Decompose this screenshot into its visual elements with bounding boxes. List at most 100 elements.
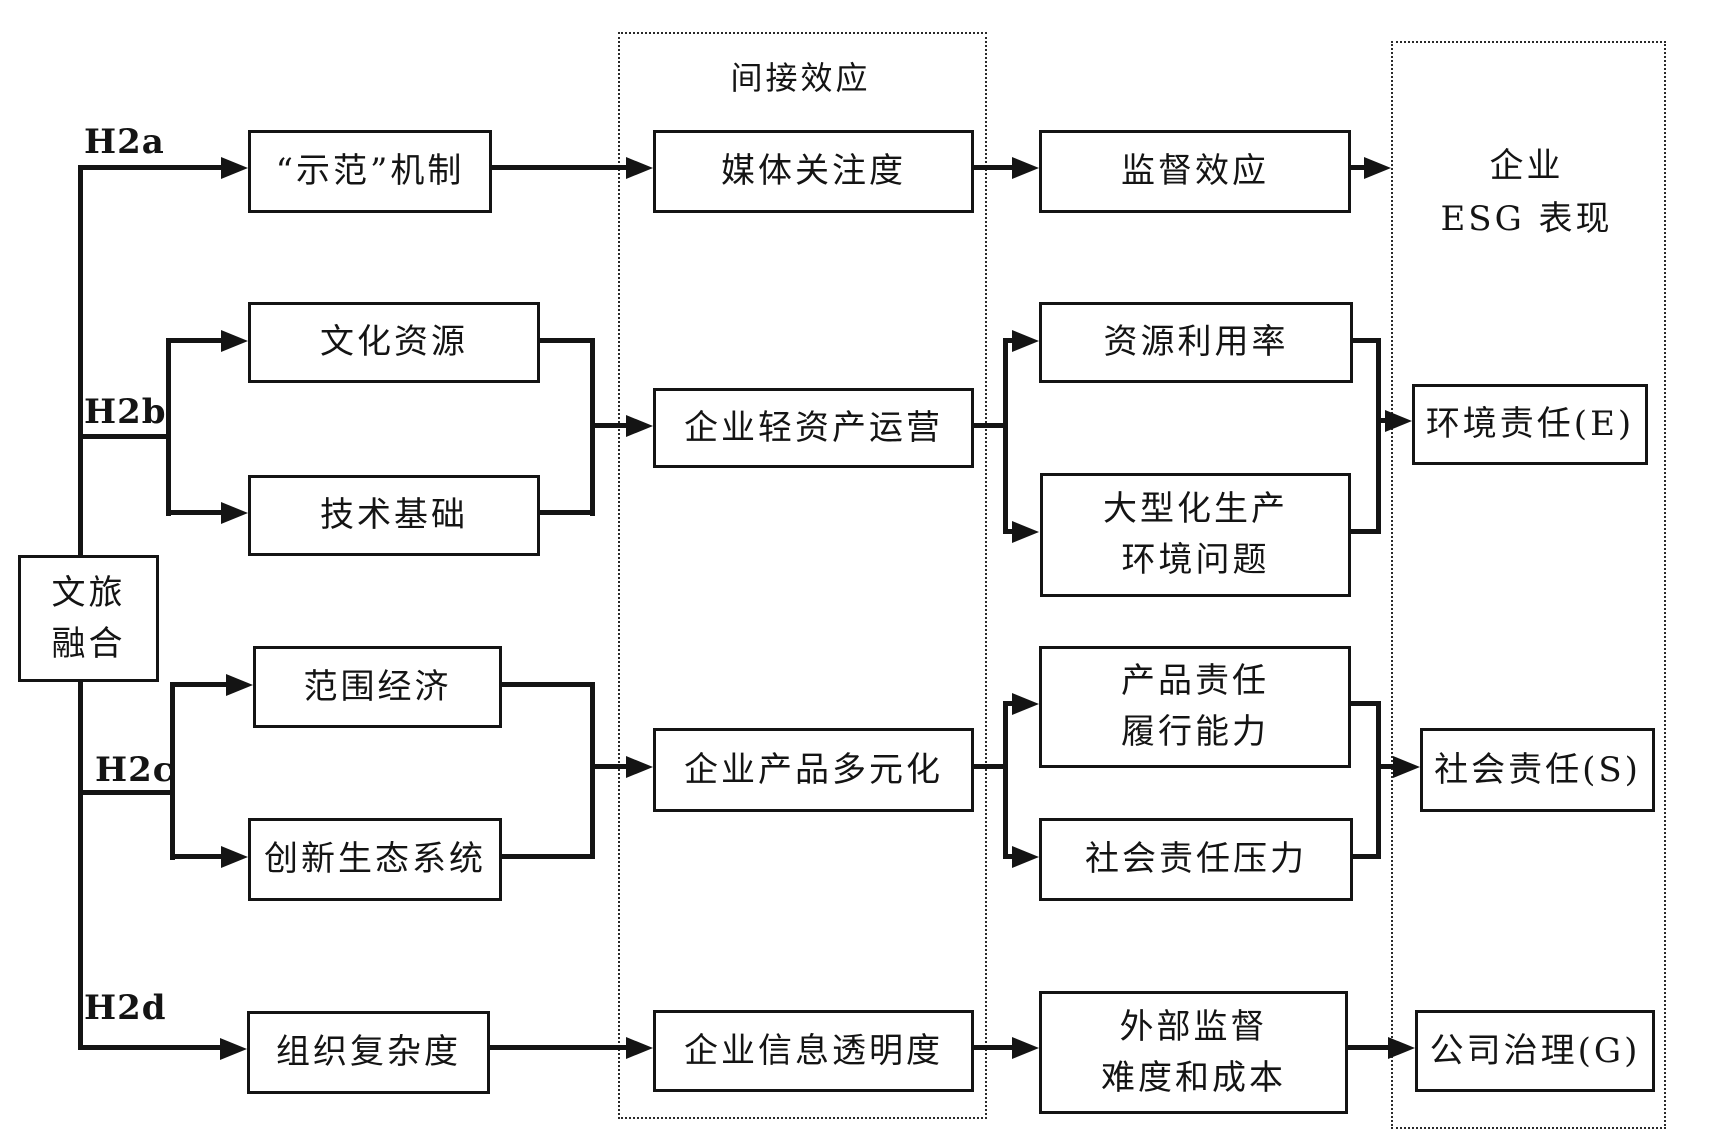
arrowhead-icon: [1388, 1037, 1415, 1059]
arrowhead-icon: [221, 330, 248, 352]
box-social-responsibility: 社会责任(S): [1420, 728, 1655, 812]
connector-h2b-ladder: [166, 338, 171, 516]
arrowhead-icon: [221, 846, 248, 868]
box-cultural-resources-label: 文化资源: [320, 322, 468, 362]
connector-merge-diversification: [590, 682, 595, 859]
connector-to-economies-of-scope: [170, 682, 230, 687]
hypothesis-label-h2a: H2a: [84, 122, 165, 162]
box-social-responsibility-label: 社会责任(S): [1434, 749, 1641, 790]
connector-demonstration-to-media: [486, 165, 628, 170]
box-light-asset-operation: 企业轻资产运营: [653, 388, 974, 468]
connector-h2a: [78, 165, 225, 170]
box-economies-of-scope-label: 范围经济: [303, 666, 452, 707]
esg-performance-title-line2: ESG 表现: [1440, 198, 1613, 239]
box-organizational-complexity: 组织复杂度: [247, 1011, 490, 1094]
connector-innovation-out: [496, 854, 595, 859]
hypothesis-label-h2c: H2c: [95, 750, 175, 790]
trunk-line-upper: [78, 165, 83, 557]
box-technical-foundation-label: 技术基础: [320, 495, 468, 535]
box-resource-utilization-label: 资源利用率: [1103, 322, 1289, 362]
box-light-asset-operation-label: 企业轻资产运营: [684, 407, 943, 448]
box-innovation-ecosystem: 创新生态系统: [248, 818, 502, 901]
connector-to-cultural-resources: [166, 338, 225, 343]
box-culture-tourism-integration-line2: 融合: [51, 623, 126, 664]
arrowhead-icon: [1012, 157, 1039, 179]
box-resource-utilization: 资源利用率: [1039, 302, 1353, 383]
arrowhead-icon: [1012, 1037, 1039, 1059]
box-corporate-governance-label: 公司治理(G): [1429, 1030, 1641, 1071]
box-cultural-resources: 文化资源: [248, 302, 540, 383]
connector-external-to-governance: [1343, 1045, 1391, 1050]
box-supervision-effect-label: 监督效应: [1121, 151, 1269, 191]
esg-outcome-container: [1391, 41, 1666, 1129]
box-large-scale-production-line1: 大型化生产: [1103, 489, 1288, 529]
connector-technical-out: [534, 510, 595, 515]
connector-to-socialpressure: [1003, 854, 1017, 859]
connector-supervision-to-esg: [1346, 165, 1368, 170]
box-demonstration-mechanism: “示范”机制: [248, 130, 492, 213]
connector-to-social: [1376, 764, 1396, 769]
arrowhead-icon: [226, 674, 253, 696]
box-organizational-complexity-label: 组织复杂度: [276, 1032, 461, 1072]
box-large-scale-production: 大型化生产 环境问题: [1040, 473, 1351, 597]
box-environmental-responsibility-label: 环境责任(E): [1425, 404, 1635, 444]
box-external-supervision-line1: 外部监督: [1119, 1006, 1268, 1047]
box-corporate-governance: 公司治理(G): [1415, 1010, 1655, 1092]
connector-diversification-out: [968, 764, 1008, 769]
connector-h2c: [78, 790, 175, 795]
box-culture-tourism-integration: 文旅 融合: [18, 555, 159, 682]
box-information-transparency: 企业信息透明度: [653, 1010, 974, 1092]
box-product-responsibility-line1: 产品责任: [1121, 661, 1269, 701]
box-culture-tourism-integration-line1: 文旅: [51, 572, 126, 613]
connector-resource-out: [1348, 338, 1381, 343]
arrowhead-icon: [1385, 410, 1412, 432]
connector-to-innovation-ecosystem: [170, 854, 225, 859]
box-technical-foundation: 技术基础: [248, 475, 540, 556]
connector-orgcomplex-to-transparency: [484, 1045, 629, 1050]
connector-h2b: [78, 434, 170, 439]
box-social-responsibility-pressure-label: 社会责任压力: [1085, 839, 1307, 879]
box-large-scale-production-line2: 环境问题: [1121, 540, 1270, 580]
connector-to-lightasset: [590, 423, 630, 428]
connector-split-lightasset: [1003, 338, 1008, 534]
box-product-diversification: 企业产品多元化: [653, 728, 974, 812]
indirect-effect-container: [618, 32, 987, 1119]
connector-merge-social: [1376, 701, 1381, 859]
arrowhead-icon: [220, 1038, 247, 1060]
box-media-attention-label: 媒体关注度: [721, 151, 906, 191]
box-environmental-responsibility: 环境责任(E): [1412, 384, 1648, 465]
connector-h2d: [78, 1045, 224, 1050]
arrowhead-icon: [1012, 521, 1039, 543]
box-demonstration-mechanism-label: “示范”机制: [275, 151, 465, 191]
connector-to-productresp: [1003, 701, 1017, 706]
arrowhead-icon: [1012, 330, 1039, 352]
connector-socialpressure-out: [1348, 854, 1381, 859]
box-product-diversification-label: 企业产品多元化: [684, 749, 943, 790]
box-media-attention: 媒体关注度: [653, 130, 974, 213]
connector-transparency-to-external: [968, 1045, 1016, 1050]
connector-to-environmental: [1376, 418, 1390, 423]
box-innovation-ecosystem-label: 创新生态系统: [264, 839, 486, 879]
box-product-responsibility-line2: 履行能力: [1121, 712, 1269, 752]
connector-media-to-supervision: [968, 165, 1016, 170]
arrowhead-icon: [221, 502, 248, 524]
box-social-responsibility-pressure: 社会责任压力: [1039, 818, 1353, 901]
box-economies-of-scope: 范围经济: [253, 646, 502, 728]
box-external-supervision: 外部监督 难度和成本: [1039, 991, 1348, 1114]
connector-scope-out: [496, 682, 595, 687]
arrowhead-icon: [626, 157, 653, 179]
trunk-line-lower: [78, 674, 83, 1050]
arrowhead-icon: [626, 415, 653, 437]
esg-performance-title: 企业 ESG 表现: [1391, 140, 1662, 245]
connector-cultural-out: [534, 338, 595, 343]
connector-to-largescale: [1003, 529, 1017, 534]
connector-to-diversification: [590, 764, 630, 769]
arrowhead-icon: [1012, 693, 1039, 715]
arrowhead-icon: [626, 756, 653, 778]
connector-largescale-out: [1346, 529, 1381, 534]
box-external-supervision-line2: 难度和成本: [1101, 1057, 1286, 1098]
hypothesis-label-h2d: H2d: [84, 988, 167, 1028]
indirect-effect-title: 间接效应: [730, 59, 871, 97]
hypothesis-label-h2b: H2b: [84, 392, 167, 432]
